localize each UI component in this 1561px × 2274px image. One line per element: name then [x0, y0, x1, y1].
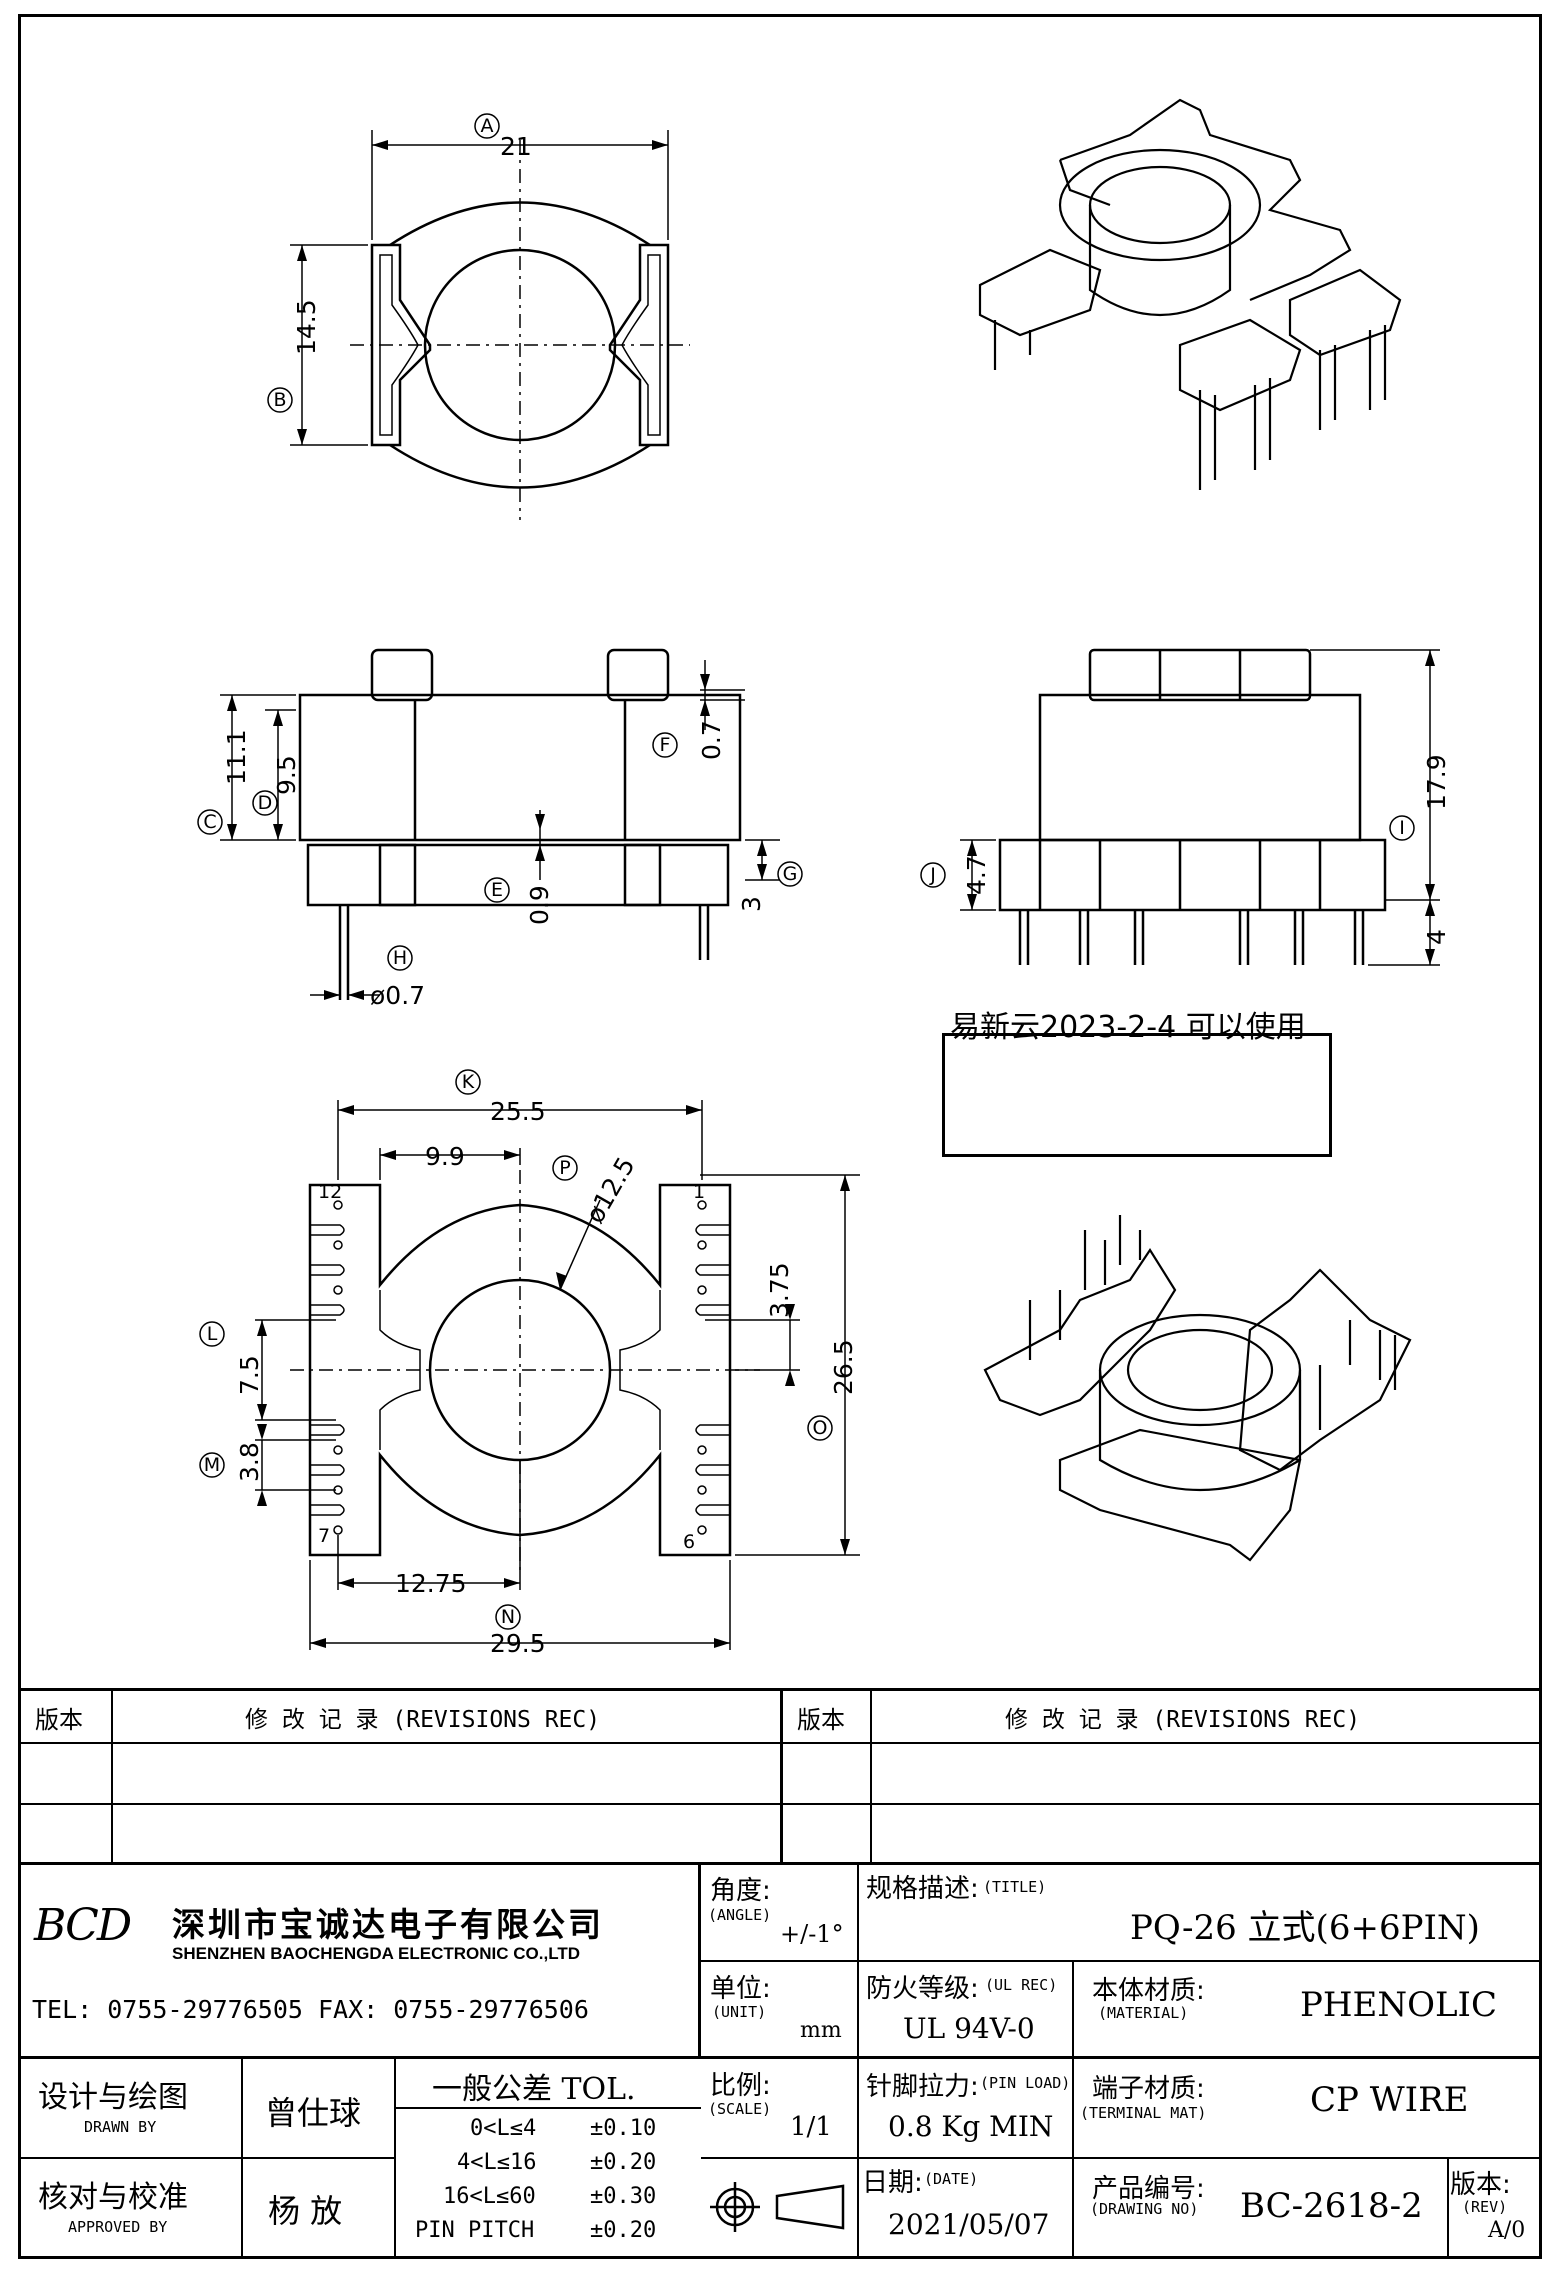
date-label: 日期:: [862, 2168, 923, 2198]
side-view: [998, 648, 1387, 965]
unit-label: 单位:: [710, 1974, 771, 2004]
ul-label: 防火等级:: [866, 1974, 979, 2004]
drawing-no-value: BC-2618-2: [1240, 2186, 1423, 2226]
dim-I-value: 17.9: [1422, 754, 1451, 810]
company-contact: TEL: 0755-29776505 FAX: 0755-29776506: [32, 1995, 589, 2024]
label-A: A: [481, 115, 494, 137]
label-C: C: [203, 811, 216, 833]
label-E: E: [491, 879, 503, 901]
unit-label-en: (UNIT): [712, 2003, 767, 2021]
dim-G-value: 3: [737, 896, 766, 912]
scale-label-en: (SCALE): [708, 2100, 772, 2118]
isometric-view-bottom: [983, 1215, 1412, 1562]
label-N: N: [501, 1606, 515, 1628]
drawn-by-label: 设计与绘图: [38, 2080, 188, 2115]
company-logo: BCD: [34, 1900, 132, 1951]
dim-K2-value: 9.9: [425, 1142, 465, 1171]
label-O: O: [813, 1417, 828, 1439]
dim-P-value: ø12.5: [580, 1152, 641, 1228]
pin-label-12: 12: [318, 1181, 342, 1203]
rev-col-version-1: 版本: [35, 1706, 83, 1734]
dim-E-value: 0.9: [525, 885, 554, 925]
angle-label: 角度:: [710, 1876, 771, 1906]
label-D: D: [258, 792, 273, 814]
unit-value: mm: [800, 2018, 842, 2043]
title-value: PQ-26 立式(6+6PIN): [1130, 1908, 1480, 1948]
pin-load-label-en: (PIN LOAD): [980, 2074, 1071, 2092]
dim-B-value: 14.5: [292, 299, 321, 355]
front-view: [298, 648, 742, 1000]
rev-col-record-2: 修 改 记 录 (REVISIONS REC): [1005, 1707, 1361, 1733]
label-K: K: [462, 1071, 475, 1093]
material-label-en: (MATERIAL): [1098, 2004, 1189, 2022]
dim-K-value: 25.5: [490, 1097, 546, 1126]
company-name-en: SHENZHEN BAOCHENGDA ELECTRONIC CO.,LTD: [172, 1944, 580, 1963]
title-label-en: (TITLE): [983, 1878, 1047, 1896]
approval-note-box: [942, 1033, 1332, 1157]
tolerance-title: 一般公差 TOL.: [432, 2072, 636, 2107]
approved-by-name: 杨 放: [268, 2192, 343, 2230]
label-G: G: [783, 863, 798, 885]
dim-N1-value: 12.75: [395, 1569, 467, 1598]
pin-load-value: 0.8 Kg MIN: [888, 2110, 1054, 2143]
dim-L-value: 7.5: [235, 1355, 264, 1395]
title-block: [18, 1862, 1542, 2259]
rev-label-en: (REV): [1462, 2198, 1508, 2216]
pin-label-1: 1: [693, 1181, 705, 1203]
dim-F-value: 0.7: [697, 720, 726, 760]
technical-drawing: 21 14.5 11.1 9.5 0.7 0.9 3 ø0.7 4.7 17.9…: [197, 98, 1451, 1658]
company-block: [18, 1862, 701, 2059]
approved-by-label-en: APPROVED BY: [68, 2218, 168, 2236]
scale-label: 比例:: [710, 2071, 771, 2101]
projection-symbol-icon: [710, 2182, 845, 2232]
label-H: H: [393, 947, 407, 969]
terminal-value: CP WIRE: [1310, 2080, 1469, 2120]
drawing-no-label: 产品编号:: [1092, 2174, 1205, 2204]
dim-I2-value: 4: [1422, 929, 1451, 945]
dim-N-value: 29.5: [490, 1629, 546, 1658]
label-J: J: [929, 864, 936, 886]
material-label: 本体材质:: [1092, 1976, 1205, 2006]
angle-label-en: (ANGLE): [708, 1906, 772, 1924]
dim-Q-value: 3.75: [765, 1262, 794, 1318]
rev-label: 版本:: [1450, 2170, 1511, 2200]
label-B: B: [273, 389, 286, 411]
label-F: F: [660, 734, 671, 756]
rev-col-record-1: 修 改 记 录 (REVISIONS REC): [245, 1707, 601, 1733]
drawing-no-label-en: (DRAWING NO): [1090, 2200, 1199, 2218]
label-I: I: [1399, 817, 1405, 839]
date-label-en: (DATE): [924, 2170, 979, 2188]
approved-by-label: 核对与校准: [38, 2180, 188, 2215]
drawn-by-label-en: DRAWN BY: [84, 2118, 157, 2136]
label-M: M: [204, 1454, 220, 1476]
isometric-view-top: [978, 98, 1402, 490]
dim-J-value: 4.7: [962, 855, 991, 895]
dim-M-value: 3.8: [235, 1442, 264, 1482]
material-value: PHENOLIC: [1300, 1985, 1497, 2025]
dim-D-value: 9.5: [272, 755, 301, 795]
drawn-by-name: 曾仕球: [265, 2094, 362, 2132]
ul-value: UL 94V-0: [903, 2012, 1035, 2045]
terminal-label-en: (TERMINAL MAT): [1080, 2104, 1207, 2122]
pin-label-6: 6: [683, 1531, 695, 1553]
dim-H-value: ø0.7: [370, 981, 425, 1010]
dim-C-value: 11.1: [222, 729, 251, 785]
scale-value: 1/1: [790, 2112, 832, 2142]
rev-col-version-2: 版本: [797, 1706, 845, 1734]
ul-label-en: (UL REC): [985, 1976, 1058, 1994]
pin-load-label: 针脚拉力:: [866, 2072, 979, 2102]
date-value: 2021/05/07: [888, 2208, 1050, 2241]
title-label: 规格描述:: [866, 1874, 979, 1904]
pin-label-7: 7: [318, 1525, 330, 1547]
angle-value: +/-1°: [780, 1920, 844, 1948]
label-L: L: [207, 1323, 218, 1345]
label-P: P: [559, 1157, 570, 1179]
rev-value: A/0: [1488, 2218, 1526, 2243]
approval-note: 易新云2023-2-4 可以使用: [950, 1010, 1306, 1045]
dim-A-value: 21: [500, 132, 532, 161]
company-name-cn: 深圳市宝诚达电子有限公司: [172, 1905, 604, 1944]
terminal-label: 端子材质:: [1092, 2074, 1205, 2104]
dim-O-value: 26.5: [829, 1339, 858, 1395]
